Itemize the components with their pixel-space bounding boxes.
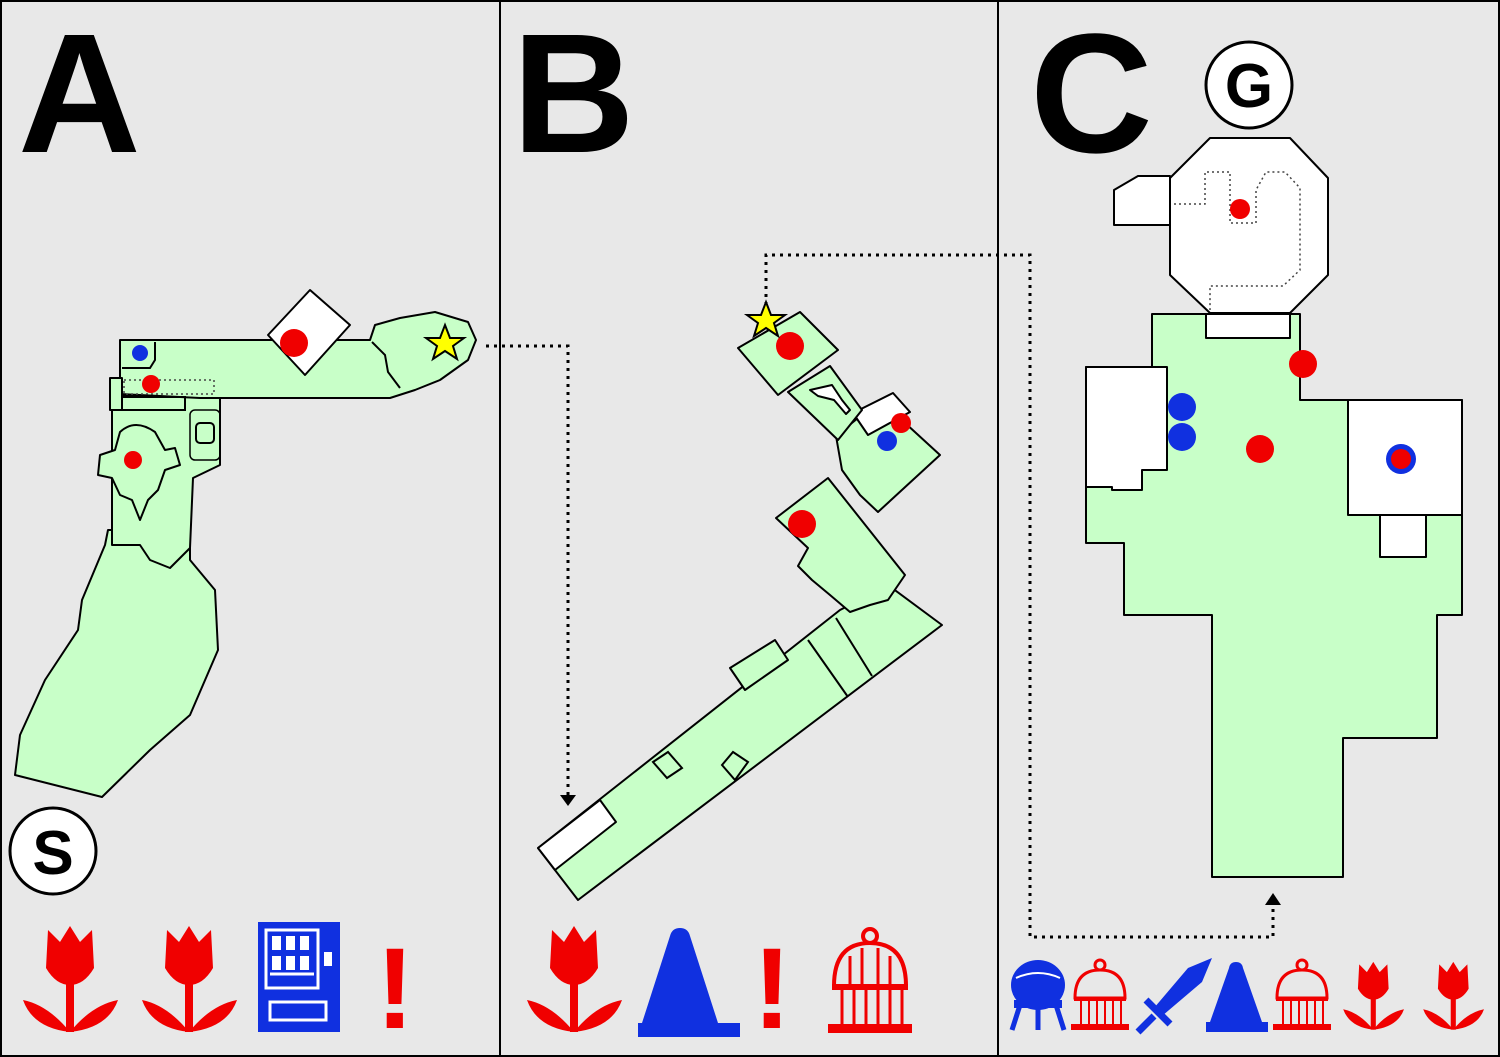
room-c-right-step: [1379, 514, 1427, 558]
panel-letter-a: A: [18, 0, 141, 189]
tulip-icon: [527, 926, 622, 1032]
area-a-inner-blob: [97, 424, 181, 521]
room-c-left: [1085, 366, 1168, 491]
panel-c: C G: [1009, 0, 1484, 1035]
room-c-dotted-path: [1174, 171, 1301, 310]
area-b-long-corridor: [537, 584, 943, 901]
item-red-in-ring: [1391, 449, 1411, 469]
tulip-icon: [23, 926, 118, 1032]
star-icon: [743, 299, 789, 339]
tulip-icon: [1343, 961, 1404, 1030]
area-a-ridge: [371, 341, 401, 389]
area-a-dotted-bridge: [123, 379, 215, 395]
panel-a: A S: [8, 0, 477, 1053]
room-c-gate-overlay: [1205, 313, 1291, 339]
start-label: S: [32, 819, 73, 888]
room-b-lower: [537, 799, 617, 871]
panel-b: B !: [512, 0, 943, 1053]
goal-label: G: [1225, 52, 1273, 121]
item-red-large: [280, 329, 308, 357]
route-b-to-c: [764, 253, 1275, 939]
vending-machine-icon: [258, 922, 340, 1032]
area-a-corridor-cap: [109, 377, 123, 411]
traffic-cone-icon: [1206, 962, 1268, 1032]
area-b-connector: [787, 365, 863, 441]
panel-letter-b: B: [512, 0, 635, 189]
item-red: [1230, 199, 1250, 219]
area-b-niches: [651, 750, 750, 782]
item-blue: [132, 345, 148, 361]
room-b-stair: [809, 384, 851, 415]
room-c-annex: [1113, 175, 1171, 226]
traffic-cone-icon: [638, 928, 740, 1037]
area-b-dividers: [807, 617, 873, 698]
panel-letter-c: C: [1030, 0, 1153, 189]
item-red: [124, 451, 142, 469]
birdcage-icon: [1273, 958, 1331, 1030]
item-blue-large: [1168, 393, 1196, 421]
room-c-top: [1169, 137, 1329, 314]
item-red-large: [788, 510, 816, 538]
star-icon: [422, 322, 468, 362]
start-marker: [8, 806, 98, 896]
bomb-icon: [1009, 960, 1067, 1031]
goal-marker: [1204, 40, 1294, 130]
route-arrowhead: [560, 795, 576, 806]
route-a-to-b: [486, 344, 570, 795]
exclamation-icon: !: [376, 925, 414, 1053]
area-a-pillar-outline: [189, 409, 221, 461]
item-blue-large: [1168, 423, 1196, 451]
item-red-large: [1289, 350, 1317, 378]
tulip-icon: [142, 926, 237, 1032]
area-a-lower: [14, 529, 219, 798]
item-red-large: [1246, 435, 1274, 463]
sword-icon: [1135, 958, 1212, 1035]
route-arrowhead: [1265, 893, 1281, 905]
area-a-pillar: [195, 422, 215, 444]
area-a-corner: [122, 342, 156, 369]
room-b-small: [852, 392, 911, 436]
item-red-large: [776, 332, 804, 360]
birdcage-icon: [1071, 958, 1129, 1030]
item-blue: [877, 431, 897, 451]
exclamation-icon: !: [753, 925, 791, 1053]
tulip-icon: [1423, 961, 1484, 1030]
item-red: [891, 413, 911, 433]
item-red: [142, 375, 160, 393]
birdcage-icon: [828, 927, 912, 1033]
area-b-alcove: [729, 639, 789, 691]
area-a-step: [122, 396, 186, 411]
